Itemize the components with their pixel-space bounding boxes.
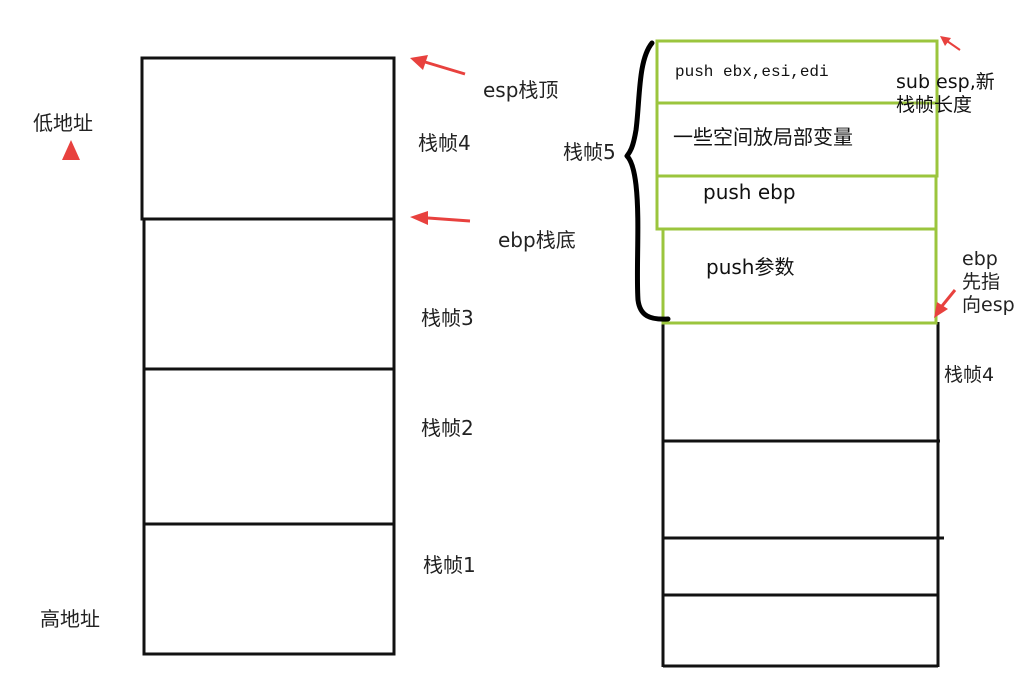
left-frame-2-label: 栈帧2 — [421, 416, 474, 440]
ebp-bottom-label: ebp栈底 — [498, 228, 576, 252]
cell-push-ebp-box — [655, 174, 938, 231]
left-frame-2-box — [142, 367, 396, 526]
cell-push-regs-text: push ebx,esi,edi — [675, 63, 829, 81]
sub-esp-arrow — [940, 36, 961, 51]
cell-locals-text: 一些空间放局部变量 — [673, 125, 853, 149]
cell-push-params-box — [661, 227, 938, 325]
sub-esp-note: sub esp,新 栈帧长度 — [896, 71, 995, 116]
high-address-label: 高地址 — [40, 607, 100, 631]
left-frame-1-label: 栈帧1 — [423, 553, 476, 577]
esp-top-arrow — [410, 55, 466, 76]
left-frame-4-label: 栈帧4 — [418, 131, 471, 155]
right-frame-4-label: 栈帧4 — [944, 364, 995, 386]
address-direction-arrow — [62, 140, 80, 565]
low-address-label: 低地址 — [33, 111, 93, 135]
frame5-label: 栈帧5 — [563, 140, 616, 164]
esp-top-label: esp栈顶 — [483, 78, 559, 102]
left-frame-4-box — [140, 56, 396, 221]
left-stack — [140, 56, 396, 656]
ebp-bottom-arrow — [410, 211, 471, 225]
left-frame-3-box — [142, 217, 396, 371]
cell-push-ebp-text: push ebp — [703, 180, 796, 204]
ebp-to-esp-arrow — [934, 289, 957, 318]
right-stack-green — [655, 39, 939, 325]
left-frame-3-label: 栈帧3 — [421, 306, 474, 330]
ebp-note: ebp 先指 向esp — [962, 248, 1015, 316]
cell-push-params-text: push参数 — [706, 255, 795, 279]
right-stack-black — [661, 322, 944, 668]
frame5-brace — [624, 40, 671, 322]
left-frame-1-box — [142, 522, 396, 656]
